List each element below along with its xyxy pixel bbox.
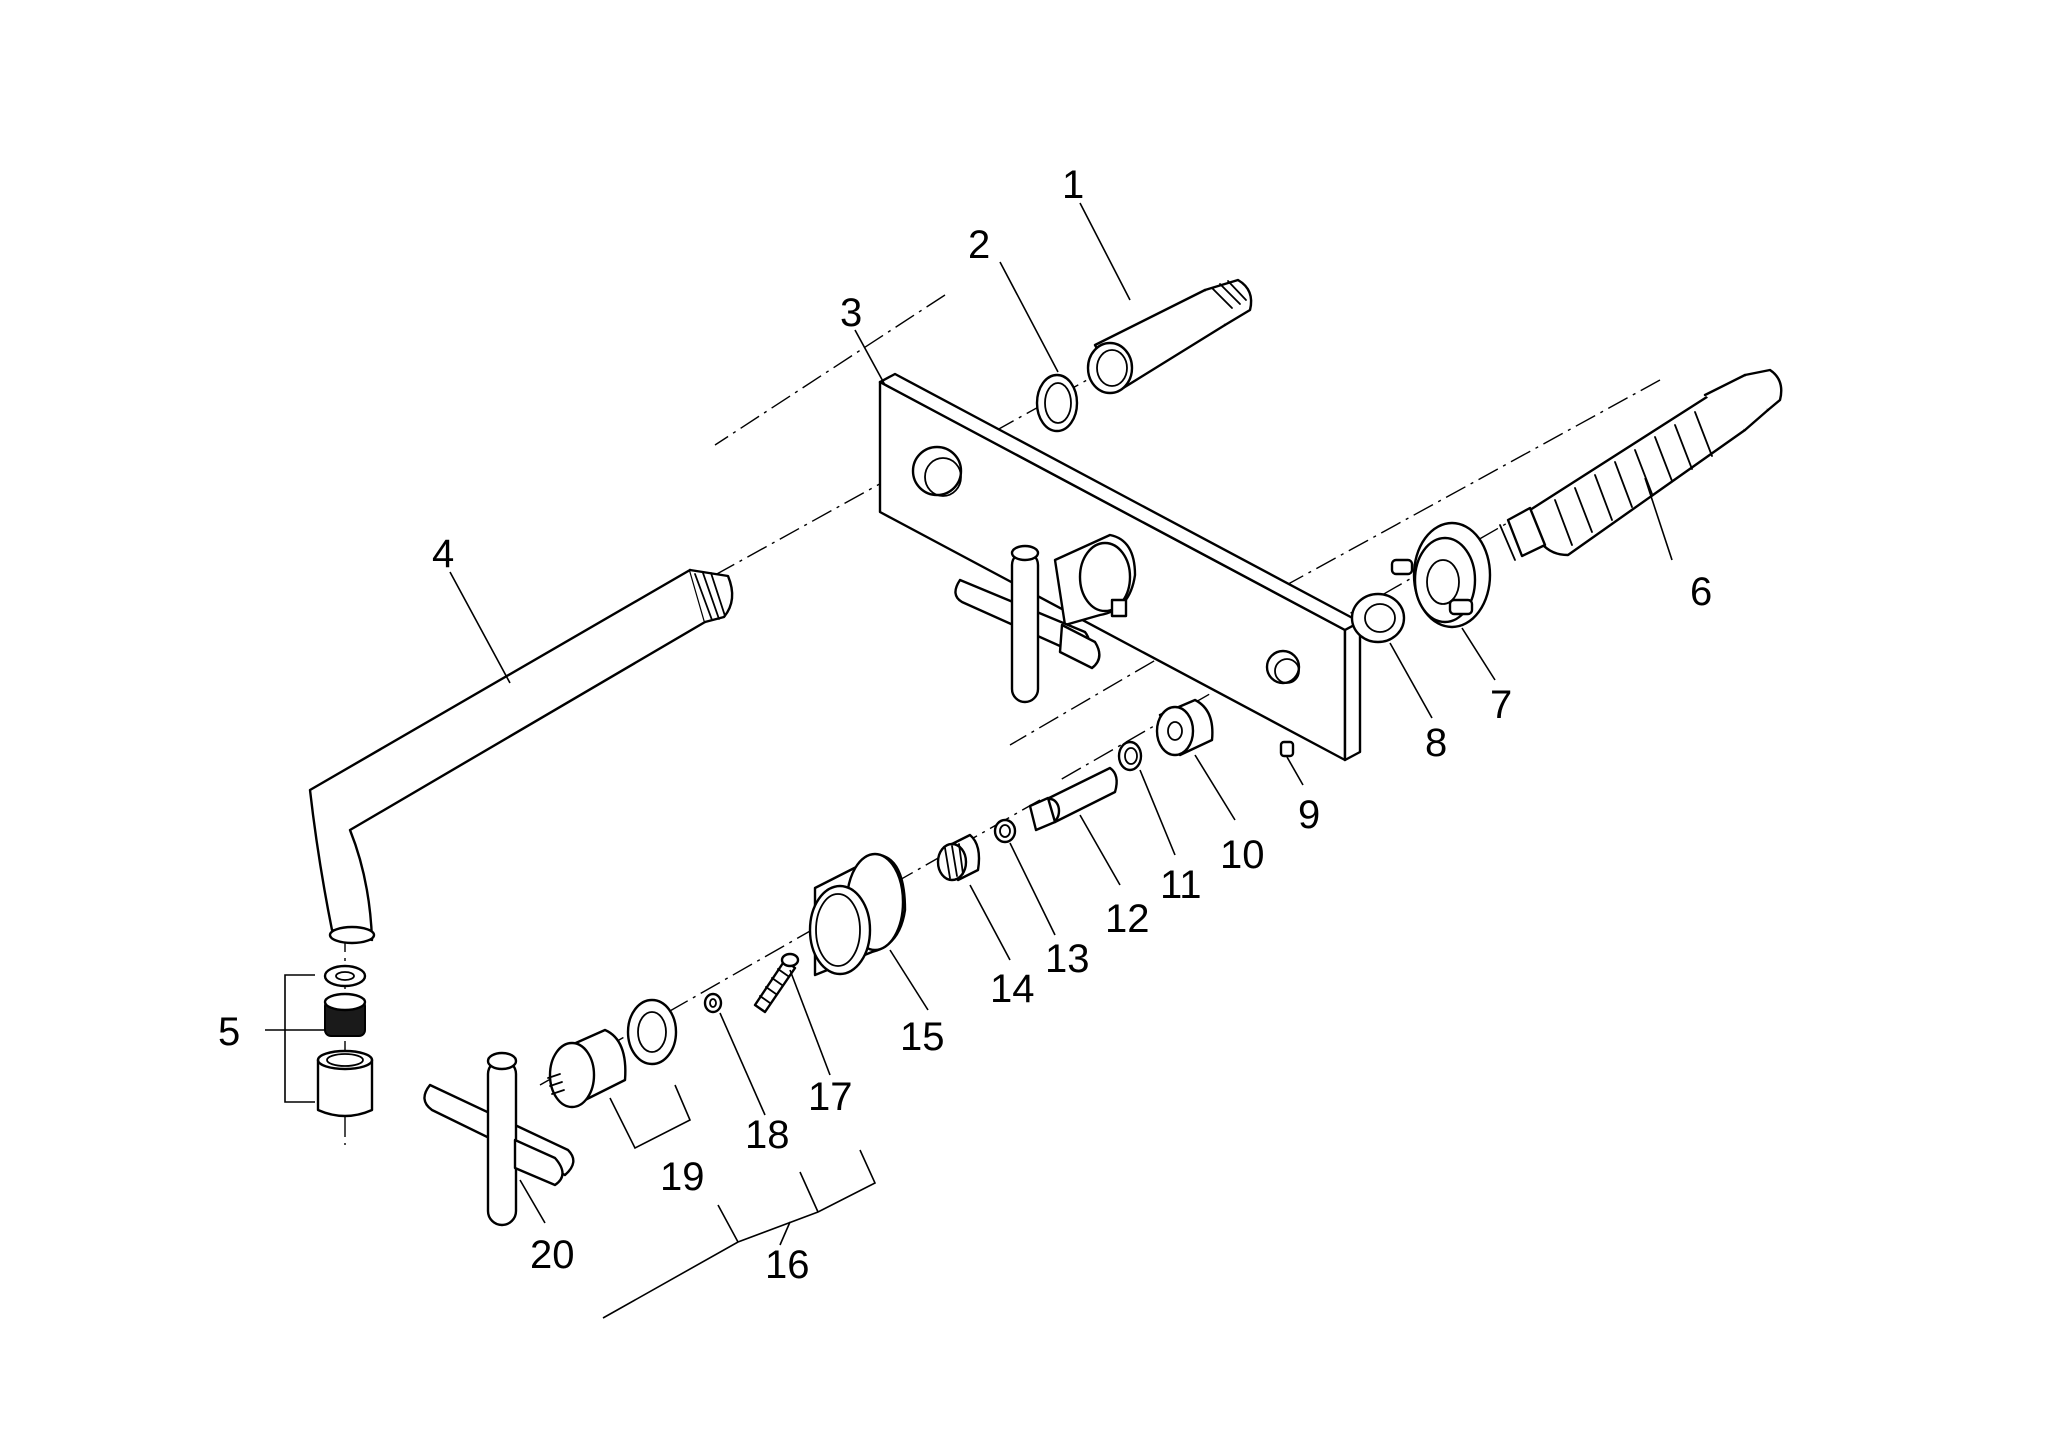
callout-15: 15 xyxy=(900,1015,945,1059)
callout-2: 2 xyxy=(968,223,990,267)
part-10-bushing xyxy=(1155,698,1214,757)
callout-14: 14 xyxy=(990,967,1035,1011)
callout-18: 18 xyxy=(745,1113,790,1157)
mounted-handle xyxy=(954,533,1137,704)
part-19-cap-assembly xyxy=(547,998,678,1109)
callout-labels: 1 2 3 4 5 6 7 8 9 10 11 12 13 14 15 16 1… xyxy=(218,163,1712,1287)
callout-13: 13 xyxy=(1045,937,1090,981)
part-2-washer xyxy=(1035,373,1079,433)
part-6-cartridge xyxy=(1499,368,1783,561)
callout-3: 3 xyxy=(840,291,862,335)
callout-9: 9 xyxy=(1298,793,1320,837)
callout-12: 12 xyxy=(1105,897,1150,941)
part-4-spout xyxy=(308,568,734,945)
part-15-sleeve xyxy=(808,852,907,977)
callout-19: 19 xyxy=(660,1155,705,1199)
callout-7: 7 xyxy=(1490,683,1512,727)
callout-10: 10 xyxy=(1220,833,1265,877)
callout-16: 16 xyxy=(765,1243,810,1287)
part-17-screw xyxy=(753,952,800,1014)
part-14-adapter xyxy=(936,833,981,882)
part-8-nut xyxy=(1350,592,1406,644)
callout-4: 4 xyxy=(432,532,454,576)
part-18-small-washer xyxy=(703,992,723,1014)
callout-11: 11 xyxy=(1160,863,1202,907)
callout-1: 1 xyxy=(1062,163,1084,207)
part-9-set-screw xyxy=(1279,740,1295,758)
part-20-cross-handle xyxy=(423,1051,575,1227)
part-13-o-ring xyxy=(993,818,1017,844)
callout-8: 8 xyxy=(1425,721,1447,765)
callout-6: 6 xyxy=(1690,570,1712,614)
part-11-ring xyxy=(1117,740,1143,772)
part-1-extension xyxy=(1086,278,1253,395)
center-axes xyxy=(344,294,1661,1145)
part-5-aerator-set xyxy=(316,964,374,1118)
part-7-flange xyxy=(1390,521,1492,629)
leader-lines xyxy=(265,202,1673,1319)
callout-20: 20 xyxy=(530,1233,575,1277)
callout-5: 5 xyxy=(218,1010,240,1054)
callout-17: 17 xyxy=(808,1075,853,1119)
part-12-spindle xyxy=(1028,766,1118,832)
